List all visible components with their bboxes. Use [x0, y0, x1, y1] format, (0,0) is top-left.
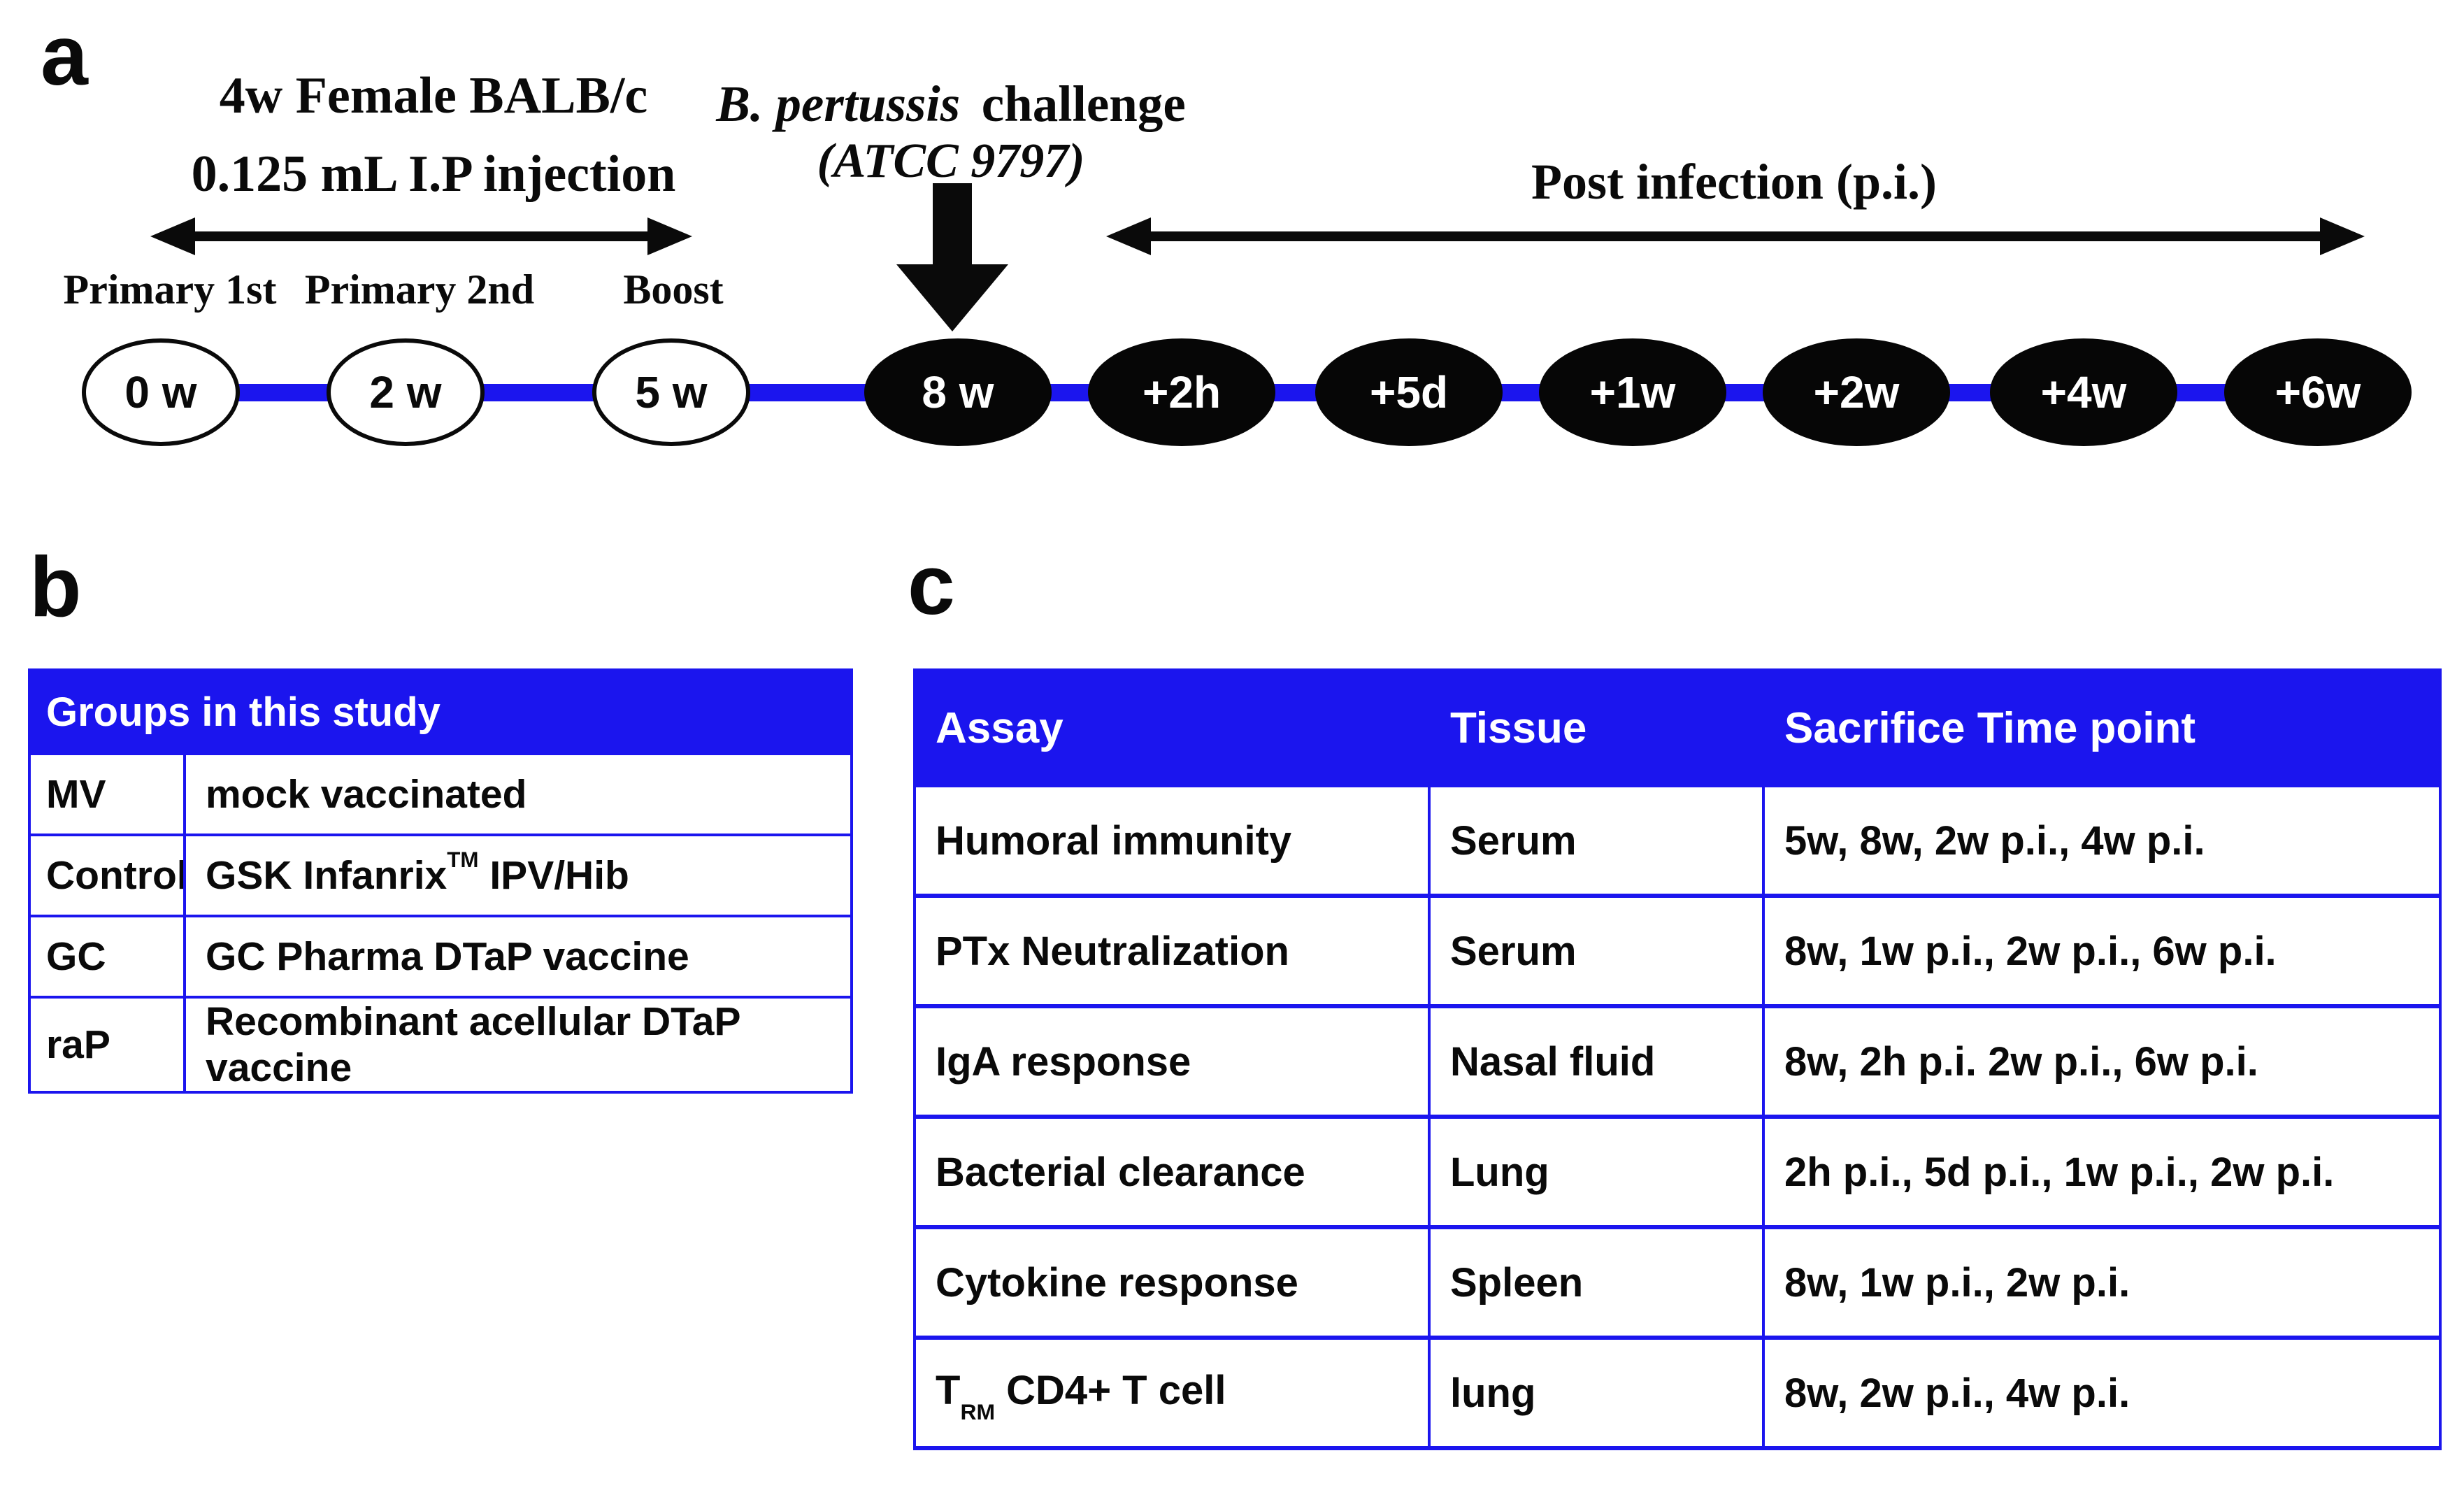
tissue-cell: lung	[1428, 1336, 1765, 1450]
assay-cell: TRM CD4+ T cell	[913, 1336, 1431, 1450]
group-abbr: raP	[28, 996, 186, 1094]
time-point-cell: 8w, 1w p.i., 2w p.i.	[1762, 1225, 2442, 1340]
challenge-species: B. pertussis	[716, 76, 961, 132]
table-row: Control GSK InfanrixTM IPV/Hib	[28, 834, 853, 917]
group-desc-text: IPV/Hib	[478, 853, 629, 898]
table-row: MV mock vaccinated	[28, 752, 853, 836]
ip-injection-span-arrow-icon	[150, 217, 692, 255]
assay-table: Assay Tissue Sacrifice Time point Humora…	[913, 668, 2442, 1450]
post-infection-label: Post infection (p.i.)	[1531, 154, 1937, 210]
table-row: Cytokine response Spleen 8w, 1w p.i., 2w…	[913, 1225, 2442, 1340]
group-desc: mock vaccinated	[183, 752, 853, 836]
tissue-cell: Nasal fluid	[1428, 1004, 1765, 1119]
group-desc: GC Pharma DTaP vaccine	[183, 915, 853, 999]
tissue-cell: Spleen	[1428, 1225, 1765, 1340]
group-abbr: GC	[28, 915, 186, 999]
groups-table-title: Groups in this study	[28, 668, 853, 755]
table-row: Humoral immunity Serum 5w, 8w, 2w p.i., …	[913, 783, 2442, 898]
assay-cell: Humoral immunity	[913, 783, 1431, 898]
timeline-node-5w: 5 w	[592, 338, 750, 446]
post-infection-span-arrow-icon	[1106, 217, 2365, 255]
phase-label-boost: Boost	[623, 266, 724, 313]
column-header-tissue: Tissue	[1428, 668, 1765, 787]
timeline-node-plus5d: +5d	[1315, 338, 1503, 446]
time-point-cell: 2h p.i., 5d p.i., 1w p.i., 2w p.i.	[1762, 1115, 2442, 1229]
assay-cell: PTx Neutralization	[913, 894, 1431, 1008]
group-abbr: Control	[28, 834, 186, 917]
time-point-cell: 5w, 8w, 2w p.i., 4w p.i.	[1762, 783, 2442, 898]
time-point-cell: 8w, 2w p.i., 4w p.i.	[1762, 1336, 2442, 1450]
assay-text: T	[936, 1368, 961, 1414]
trm-subscript: RM	[960, 1399, 996, 1425]
table-row: IgA response Nasal fluid 8w, 2h p.i. 2w …	[913, 1004, 2442, 1119]
timeline-node-2w: 2 w	[327, 338, 485, 446]
timeline-node-0w: 0 w	[82, 338, 240, 446]
panel-a-label: a	[41, 8, 88, 103]
challenge-strain: (ATCC 9797)	[817, 134, 1085, 188]
subject-info-line1: 4w Female BALB/c	[219, 67, 648, 124]
time-point-cell: 8w, 2h p.i. 2w p.i., 6w p.i.	[1762, 1004, 2442, 1119]
table-row: Bacterial clearance Lung 2h p.i., 5d p.i…	[913, 1115, 2442, 1229]
group-abbr: MV	[28, 752, 186, 836]
timeline-node-plus2h: +2h	[1088, 338, 1275, 446]
tissue-cell: Serum	[1428, 783, 1765, 898]
groups-table: Groups in this study MV mock vaccinated …	[28, 668, 853, 1094]
groups-table-header-row: Groups in this study	[28, 668, 853, 755]
table-row: raP Recombinant acellular DTaP vaccine	[28, 996, 853, 1094]
assay-cell: IgA response	[913, 1004, 1431, 1119]
timeline-node-plus1w: +1w	[1539, 338, 1726, 446]
panel-b-label: b	[29, 539, 82, 634]
subject-info-line2: 0.125 mL I.P injection	[191, 145, 676, 203]
phase-label-primary-1st: Primary 1st	[63, 266, 277, 313]
phase-label-primary-2nd: Primary 2nd	[304, 266, 535, 313]
column-header-sacrifice-time-point: Sacrifice Time point	[1762, 668, 2442, 787]
timeline-node-8w: 8 w	[864, 338, 1052, 446]
group-desc: GSK InfanrixTM IPV/Hib	[183, 834, 853, 917]
challenge-down-arrow-icon	[896, 183, 1008, 331]
assay-text: CD4+ T cell	[995, 1368, 1226, 1414]
table-row: GC GC Pharma DTaP vaccine	[28, 915, 853, 999]
assay-table-header-row: Assay Tissue Sacrifice Time point	[913, 668, 2442, 787]
time-point-cell: 8w, 1w p.i., 2w p.i., 6w p.i.	[1762, 894, 2442, 1008]
group-desc: Recombinant acellular DTaP vaccine	[183, 996, 853, 1094]
assay-cell: Bacterial clearance	[913, 1115, 1431, 1229]
challenge-word: challenge	[981, 76, 1186, 132]
assay-cell: Cytokine response	[913, 1225, 1431, 1340]
tissue-cell: Lung	[1428, 1115, 1765, 1229]
timeline-node-plus6w: +6w	[2224, 338, 2412, 446]
timeline-node-plus2w: +2w	[1763, 338, 1950, 446]
trademark-superscript: TM	[447, 847, 479, 873]
timeline-node-plus4w: +4w	[1990, 338, 2177, 446]
challenge-label: B. pertussis challenge	[671, 78, 1231, 129]
table-row: PTx Neutralization Serum 8w, 1w p.i., 2w…	[913, 894, 2442, 1008]
tissue-cell: Serum	[1428, 894, 1765, 1008]
panel-c-label: c	[908, 537, 955, 632]
column-header-assay: Assay	[913, 668, 1431, 787]
table-row: TRM CD4+ T cell lung 8w, 2w p.i., 4w p.i…	[913, 1336, 2442, 1450]
group-desc-text: GSK Infanrix	[206, 853, 447, 898]
